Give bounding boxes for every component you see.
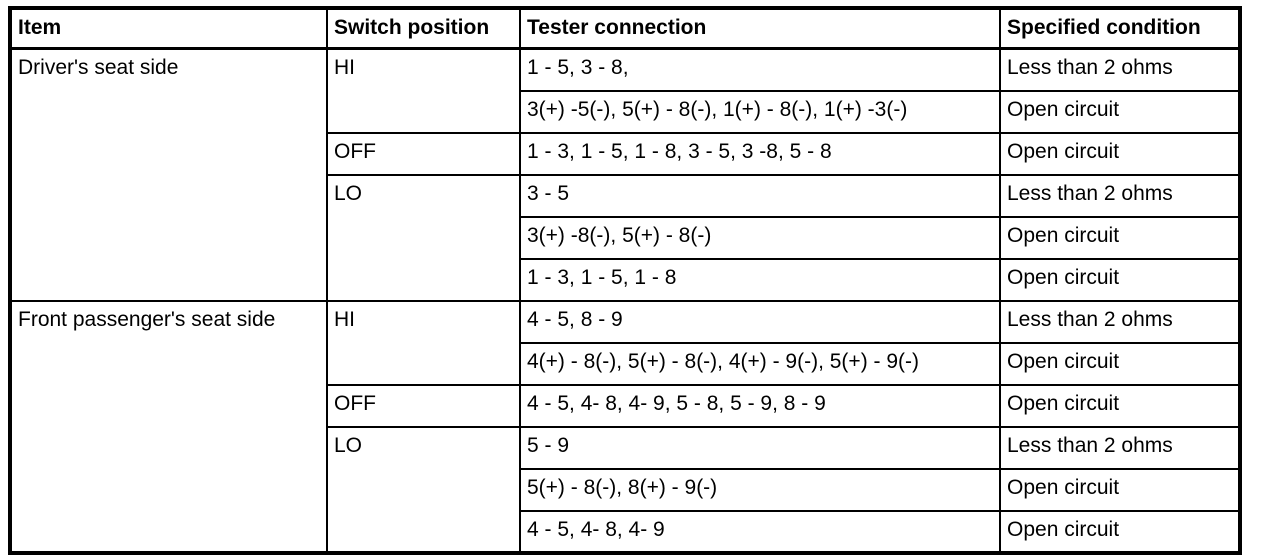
table-row: 3(+) -8(-), 5(+) - 8(-) Open circuit — [10, 215, 1241, 260]
tester-connection-cell: 4 - 5, 4- 8, 4- 9 — [519, 509, 1001, 554]
header-specified-condition: Specified condition — [999, 7, 1241, 50]
tester-connection-cell: 1 - 5, 3 - 8, — [519, 47, 1001, 92]
tester-connection-cell: 3(+) -5(-), 5(+) - 8(-), 1(+) - 8(-), 1(… — [519, 89, 1001, 134]
switch-position-cell: OFF — [326, 131, 521, 176]
specified-condition-cell: Open circuit — [999, 341, 1241, 386]
table-row: OFF 1 - 3, 1 - 5, 1 - 8, 3 - 5, 3 -8, 5 … — [10, 131, 1241, 176]
header-row: Item Switch position Tester connection S… — [9, 7, 1241, 50]
specified-condition-cell: Open circuit — [999, 89, 1241, 134]
table-row: 3(+) -5(-), 5(+) - 8(-), 1(+) - 8(-), 1(… — [10, 89, 1241, 134]
table-row: 1 - 3, 1 - 5, 1 - 8 Open circuit — [10, 257, 1241, 302]
item-cell: Front passenger's seat side — [9, 299, 328, 554]
switch-position-cell: LO — [326, 425, 521, 554]
table-row: LO 5 - 9 Less than 2 ohms — [10, 425, 1241, 554]
table-row: LO 3 - 5 Less than 2 ohms — [10, 173, 1241, 302]
specified-condition-cell: Open circuit — [999, 383, 1241, 428]
table-row: OFF 4 - 5, 4- 8, 4- 9, 5 - 8, 5 - 9, 8 -… — [10, 383, 1241, 428]
switch-position-cell: HI — [326, 299, 521, 386]
tester-connection-cell: 3 - 5 — [519, 173, 1001, 218]
specified-condition-cell: Open circuit — [999, 467, 1241, 512]
specified-condition-cell: Open circuit — [999, 131, 1241, 176]
tester-connection-cell: 4(+) - 8(-), 5(+) - 8(-), 4(+) - 9(-), 5… — [519, 341, 1001, 386]
header-switch-position: Switch position — [326, 7, 521, 50]
specified-condition-cell: Less than 2 ohms — [999, 425, 1241, 470]
switch-position-cell: OFF — [326, 383, 521, 428]
switch-position-cell: HI — [326, 47, 521, 134]
specified-condition-cell: Less than 2 ohms — [999, 173, 1241, 218]
table-row: Driver's seat side HI 1 - 5, 3 - 8, Less… — [9, 47, 1241, 302]
tester-connection-cell: 5 - 9 — [519, 425, 1001, 470]
table-row: Front passenger's seat side HI 4 - 5, 8 … — [9, 299, 1241, 554]
specified-condition-cell: Open circuit — [999, 509, 1241, 554]
specified-condition-cell: Less than 2 ohms — [999, 299, 1241, 344]
item-cell: Driver's seat side — [9, 47, 328, 302]
tester-connection-cell: 1 - 3, 1 - 5, 1 - 8 — [519, 257, 1001, 302]
tester-connection-cell: 1 - 3, 1 - 5, 1 - 8, 3 - 5, 3 -8, 5 - 8 — [519, 131, 1001, 176]
table-row: 5(+) - 8(-), 8(+) - 9(-) Open circuit — [10, 467, 1241, 512]
specification-table: Item Switch position Tester connection S… — [8, 6, 1242, 555]
tester-connection-cell: 5(+) - 8(-), 8(+) - 9(-) — [519, 467, 1001, 512]
switch-position-cell: LO — [326, 173, 521, 302]
header-tester-connection: Tester connection — [519, 7, 1001, 50]
specified-condition-cell: Less than 2 ohms — [999, 47, 1241, 92]
tester-connection-cell: 3(+) -8(-), 5(+) - 8(-) — [519, 215, 1001, 260]
specified-condition-cell: Open circuit — [999, 257, 1241, 302]
table-row: 4(+) - 8(-), 5(+) - 8(-), 4(+) - 9(-), 5… — [10, 341, 1241, 386]
tester-connection-cell: 4 - 5, 4- 8, 4- 9, 5 - 8, 5 - 9, 8 - 9 — [519, 383, 1001, 428]
specified-condition-cell: Open circuit — [999, 215, 1241, 260]
tester-connection-cell: 4 - 5, 8 - 9 — [519, 299, 1001, 344]
table-row: 4 - 5, 4- 8, 4- 9 Open circuit — [10, 509, 1241, 554]
header-item: Item — [9, 7, 328, 50]
